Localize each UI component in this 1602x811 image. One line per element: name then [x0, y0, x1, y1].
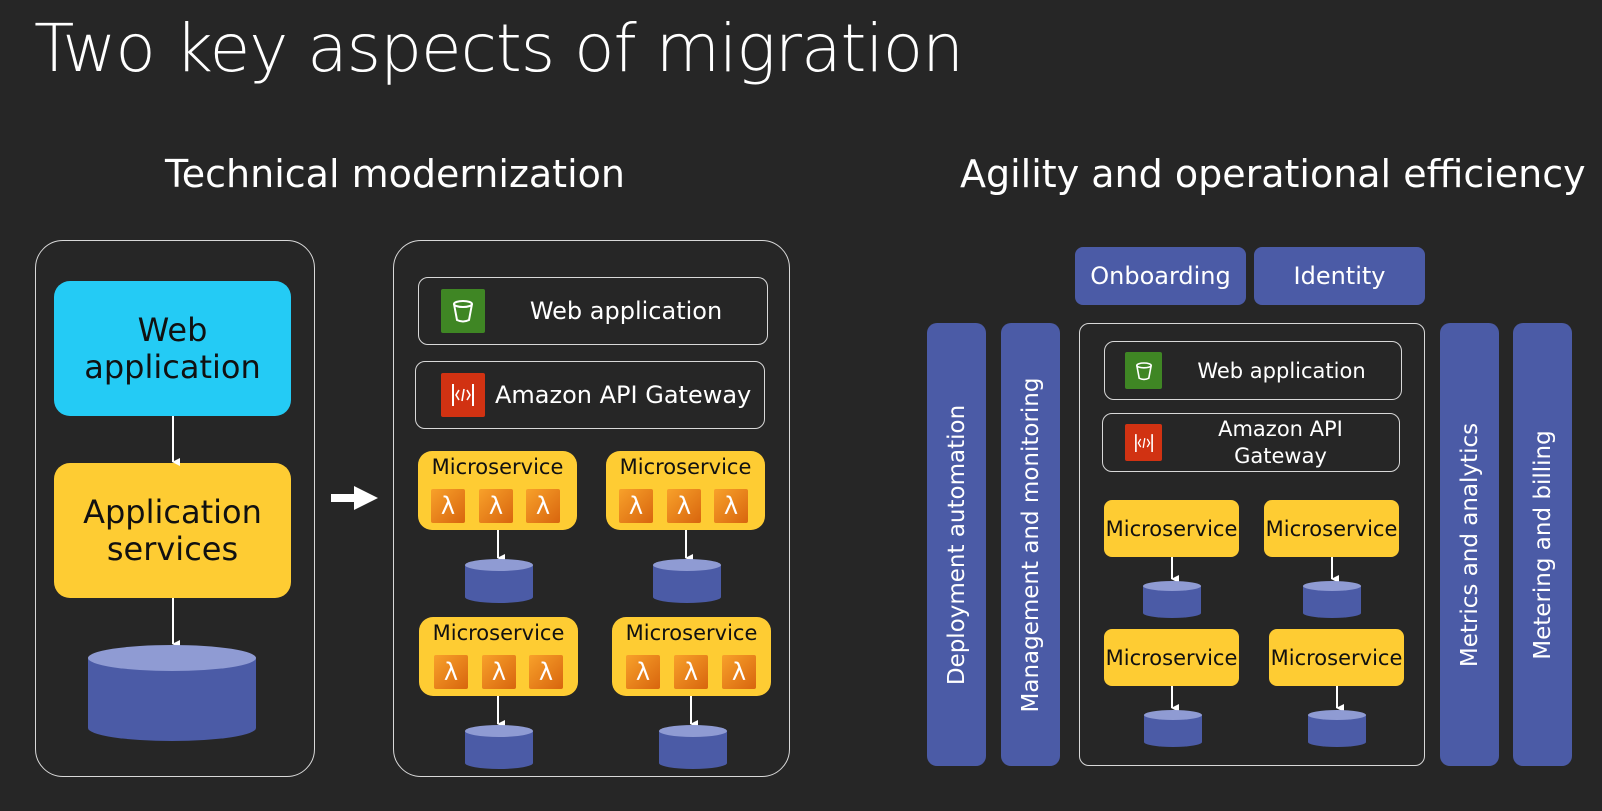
lambda-icon: λ — [722, 655, 756, 689]
identity-chip: Identity — [1254, 247, 1425, 305]
right-microservice-3: Microservice — [1104, 629, 1239, 686]
api-gateway-row: Amazon API Gateway — [415, 361, 765, 429]
api-gateway-line2: Gateway — [1234, 443, 1327, 468]
database-icon — [465, 725, 533, 769]
s3-bucket-icon — [1125, 352, 1162, 389]
technical-modernization-heading: Technical modernization — [165, 152, 625, 196]
lambda-icon: λ — [431, 489, 465, 523]
migration-arrow-icon — [331, 486, 378, 510]
web-line1: Web — [137, 310, 208, 349]
database-icon — [1144, 710, 1202, 747]
metering-billing-pillar: Metering and billing — [1513, 323, 1572, 766]
lambda-icon: λ — [479, 489, 513, 523]
database-icon — [465, 559, 533, 603]
management-monitoring-pillar: Management and monitoring — [1001, 323, 1060, 766]
api-gateway-icon — [1125, 424, 1162, 461]
metrics-analytics-pillar: Metrics and analytics — [1440, 323, 1499, 766]
web-application-row: Web application — [418, 277, 768, 345]
right-api-gateway-label: Amazon API Gateway — [1162, 416, 1399, 469]
microservice-db-connectors — [497, 530, 698, 728]
web-line2: application — [84, 347, 261, 386]
microservice-box-4: Microservice λ λ λ — [612, 617, 771, 696]
microservice-box-1: Microservice λ λ λ — [418, 451, 577, 530]
lambda-icon: λ — [526, 489, 560, 523]
microservice-label: Microservice — [431, 455, 564, 479]
lambda-icon: λ — [434, 655, 468, 689]
lambda-icon: λ — [626, 655, 660, 689]
monolith-panel — [35, 240, 315, 777]
right-microservice-db-connectors — [1171, 557, 1344, 712]
right-app-panel — [1079, 323, 1425, 766]
app-line1: Application — [83, 492, 262, 531]
app-line2: services — [106, 529, 239, 568]
database-icon — [659, 725, 727, 769]
right-web-application-label: Web application — [1197, 358, 1366, 383]
lambda-icon: λ — [674, 655, 708, 689]
right-web-application-row: Web application — [1104, 341, 1402, 400]
right-microservice-1: Microservice — [1104, 500, 1239, 557]
lambda-icon: λ — [667, 489, 701, 523]
microservice-label: Microservice — [432, 621, 565, 645]
s3-bucket-icon — [441, 289, 485, 333]
database-icon — [1303, 581, 1361, 618]
deployment-automation-pillar: Deployment automation — [927, 323, 986, 766]
microservice-box-3: Microservice λ λ λ — [419, 617, 578, 696]
database-icon — [653, 559, 721, 603]
api-gateway-icon — [441, 373, 485, 417]
api-gateway-label: Amazon API Gateway — [495, 381, 752, 409]
agility-heading: Agility and operational efficiency — [960, 152, 1586, 196]
slide-title: Two key aspects of migration — [34, 10, 964, 87]
database-icon — [1143, 581, 1201, 618]
right-microservice-4: Microservice — [1269, 629, 1404, 686]
right-api-gateway-row: Amazon API Gateway — [1102, 413, 1400, 472]
microservice-box-2: Microservice λ λ λ — [606, 451, 765, 530]
onboarding-chip: Onboarding — [1075, 247, 1246, 305]
lambda-icon: λ — [714, 489, 748, 523]
right-microservice-2: Microservice — [1264, 500, 1399, 557]
monolith-database-icon — [88, 645, 256, 741]
lambda-icon: λ — [482, 655, 516, 689]
lambda-icon: λ — [529, 655, 563, 689]
database-icon — [1308, 710, 1366, 747]
microservice-label: Microservice — [625, 621, 758, 645]
microservice-label: Microservice — [619, 455, 752, 479]
lambda-icon: λ — [619, 489, 653, 523]
microservices-panel — [393, 240, 790, 777]
api-gateway-line1: Amazon API — [1218, 417, 1343, 442]
web-application-label: Web application — [529, 297, 723, 325]
